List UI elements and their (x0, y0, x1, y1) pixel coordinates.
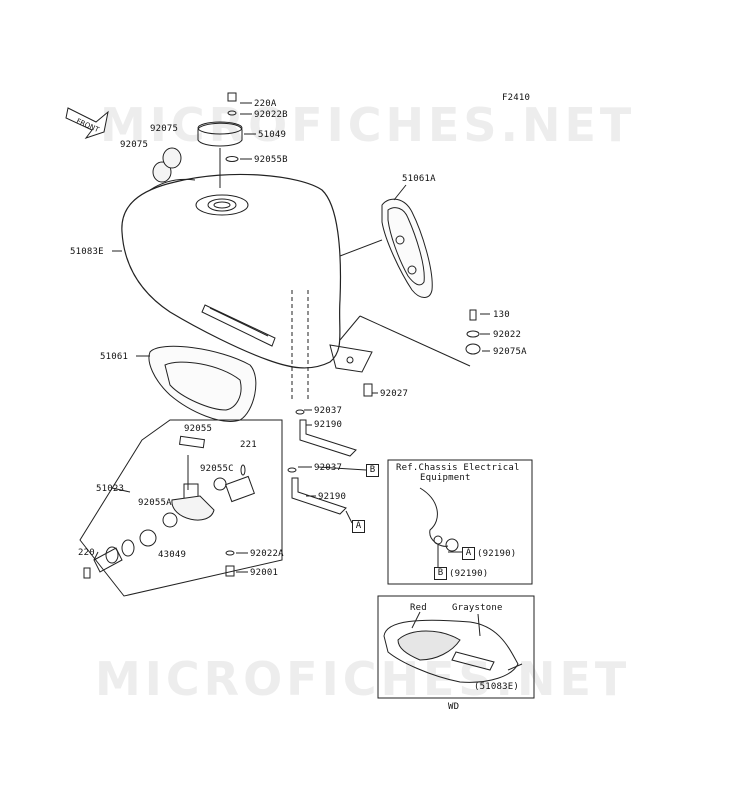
variant-part-label: (51083E) (474, 682, 519, 692)
side-cover-left (148, 345, 257, 422)
ref-a-part: (92190) (477, 549, 517, 559)
part-label: 92075A (493, 347, 527, 357)
part-label: 92055A (138, 498, 172, 508)
part-label: 92022 (493, 330, 522, 340)
part-label: 51049 (258, 130, 287, 140)
part-label: 92075 (120, 140, 149, 150)
part-label: 220 (78, 548, 95, 558)
part-label: 220A (254, 99, 277, 109)
color-red-label: Red (410, 603, 427, 613)
watermark-top: MICROFICHES.NET (100, 98, 636, 152)
ref-b-part: (92190) (449, 569, 489, 579)
part-label: 92037 (314, 463, 343, 473)
part-label: 92022B (254, 110, 288, 120)
part-label: 51083E (70, 247, 104, 257)
ref-connector-a: A (462, 547, 475, 560)
part-label: 130 (493, 310, 510, 320)
connector-a: A (352, 520, 365, 533)
part-label: 92055B (254, 155, 288, 165)
part-label: 51023 (96, 484, 125, 494)
part-label: 92055 (184, 424, 213, 434)
part-label: 92037 (314, 406, 343, 416)
part-label: 92055C (200, 464, 234, 474)
part-label: 221 (240, 440, 257, 450)
color-graystone-label: Graystone (452, 603, 503, 613)
hose-lower (291, 477, 347, 515)
part-label: 51061 (100, 352, 129, 362)
part-label: 92075 (150, 124, 179, 134)
variant-caption: WD (448, 702, 460, 712)
ref-connector-b: B (434, 567, 447, 580)
figure-code: F2410 (502, 93, 531, 103)
part-label: 51061A (402, 174, 436, 184)
ref-title-line2: Equipment (420, 473, 471, 483)
front-arrow-icon: FRONT (65, 107, 109, 139)
part-label: 92190 (314, 420, 343, 430)
part-label: 92027 (380, 389, 409, 399)
part-label: 92190 (318, 492, 347, 502)
side-cover-right (381, 198, 433, 298)
watermark-bottom: MICROFICHES.NET (95, 652, 631, 706)
part-label: 92001 (250, 568, 279, 578)
connector-b: B (366, 464, 379, 477)
hose-upper (299, 419, 357, 457)
part-label: 92022A (250, 549, 284, 559)
part-label: 43049 (158, 550, 187, 560)
filler-neck (195, 194, 249, 216)
ref-title-line1: Ref.Chassis Electrical (396, 463, 520, 473)
fuel-tank (121, 173, 342, 369)
